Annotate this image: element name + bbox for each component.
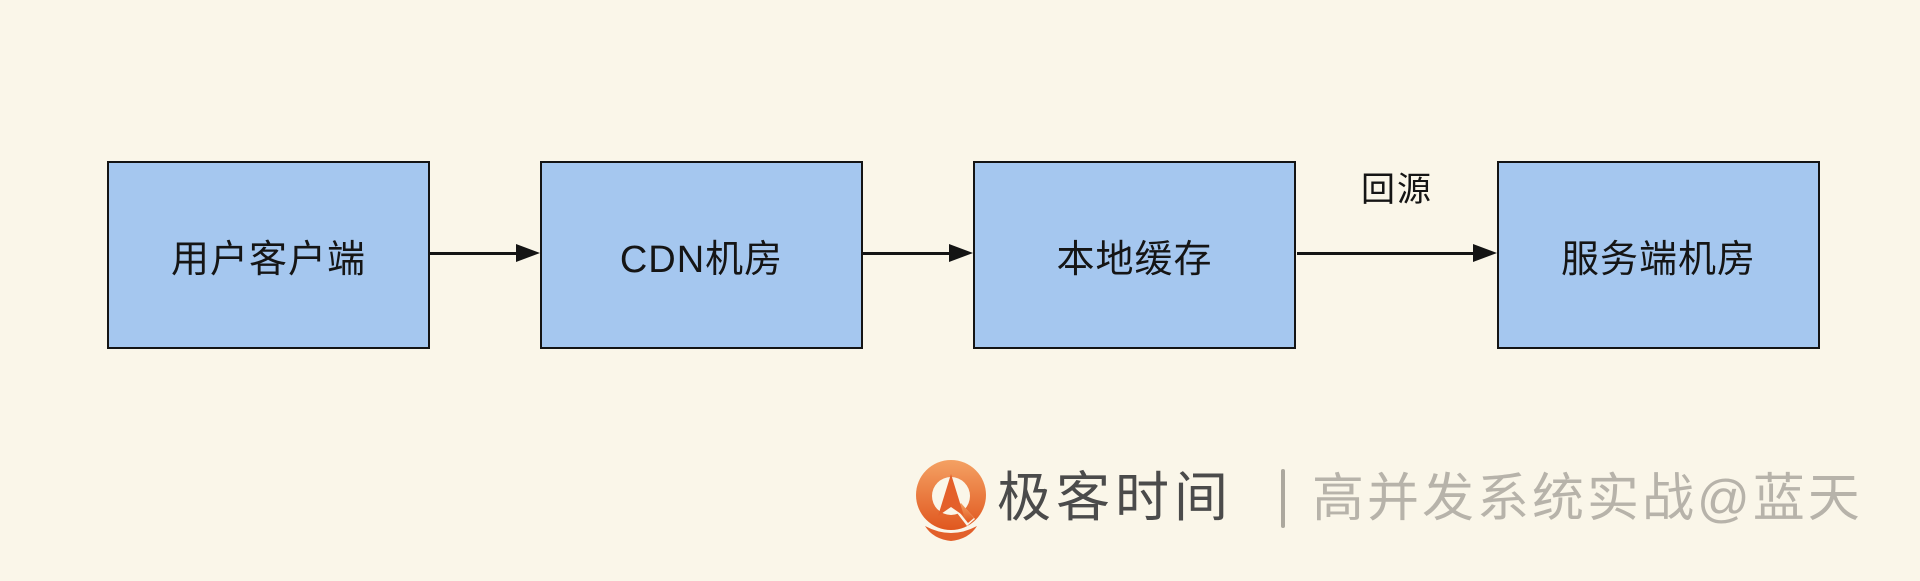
node-label: CDN机房 xyxy=(619,238,784,281)
node-server-room: 服务端机房 xyxy=(1497,161,1820,349)
node-label: 用户客户端 xyxy=(170,238,366,281)
arrowhead-icon xyxy=(516,244,540,262)
watermark-brand: 极客时间 xyxy=(997,468,1233,528)
edge-label-back-to-origin: 回源 xyxy=(1361,171,1433,209)
edge-cache-to-server-line xyxy=(1297,252,1477,255)
separator-bar xyxy=(1281,469,1285,528)
node-local-cache: 本地缓存 xyxy=(973,161,1296,349)
node-user-client: 用户客户端 xyxy=(107,161,430,349)
watermark-credit: 高并发系统实战@蓝天 xyxy=(1312,470,1863,528)
edge-cdn-to-cache-line xyxy=(863,252,953,255)
edge-client-to-cdn-line xyxy=(430,252,520,255)
arrowhead-icon xyxy=(949,244,973,262)
node-label: 服务端机房 xyxy=(1560,238,1756,281)
node-cdn-room: CDN机房 xyxy=(540,161,863,349)
node-label: 本地缓存 xyxy=(1056,238,1213,281)
geektime-logo-icon xyxy=(916,460,986,541)
arrowhead-icon xyxy=(1473,244,1497,262)
